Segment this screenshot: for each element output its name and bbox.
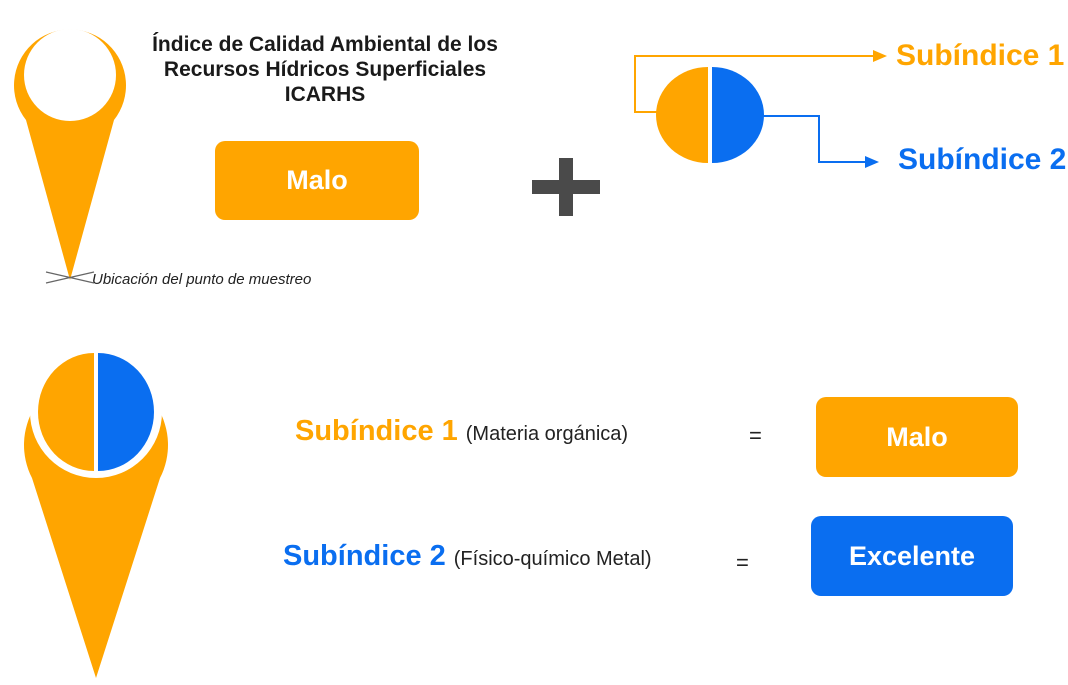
legend-row-subindex-1: Subíndice 1 (Materia orgánica) (295, 415, 628, 448)
subindex-1-title: Subíndice 1 (295, 415, 458, 447)
title-line: Índice de Calidad Ambiental de los (152, 33, 498, 56)
plus-icon (532, 158, 600, 216)
status-badge-excelente: Excelente (811, 516, 1013, 596)
status-badge-malo: Malo (215, 141, 419, 220)
equals-sign: = (736, 550, 749, 575)
index-title: Índice de Calidad Ambiental de los Recur… (100, 32, 550, 107)
pin-caption: Ubicación del punto de muestreo (92, 271, 312, 288)
legend-row-subindex-2: Subíndice 2 (Físico-químico Metal) (283, 540, 652, 573)
title-line: Recursos Hídricos Superficiales (163, 58, 487, 81)
arrow-right-icon (865, 156, 879, 168)
status-label: Excelente (848, 540, 976, 571)
status-label: Malo (286, 165, 348, 195)
arrow-right-icon (873, 50, 887, 62)
subindex-1-description: (Materia orgánica) (465, 423, 629, 445)
title-line: ICARHS (284, 83, 366, 106)
split-circle-diagram (634, 50, 887, 168)
subindex-2-title: Subíndice 2 (283, 540, 446, 572)
status-badge-malo: Malo (816, 397, 1018, 477)
location-pin-split-icon (24, 346, 168, 678)
equals-sign: = (749, 423, 762, 448)
location-pin-icon (14, 29, 127, 284)
subindex-1-label: Subíndice 1 (896, 39, 1065, 72)
subindex-2-description: (Físico-químico Metal) (453, 548, 652, 570)
subindex-2-label: Subíndice 2 (898, 143, 1067, 176)
status-label: Malo (886, 421, 948, 452)
